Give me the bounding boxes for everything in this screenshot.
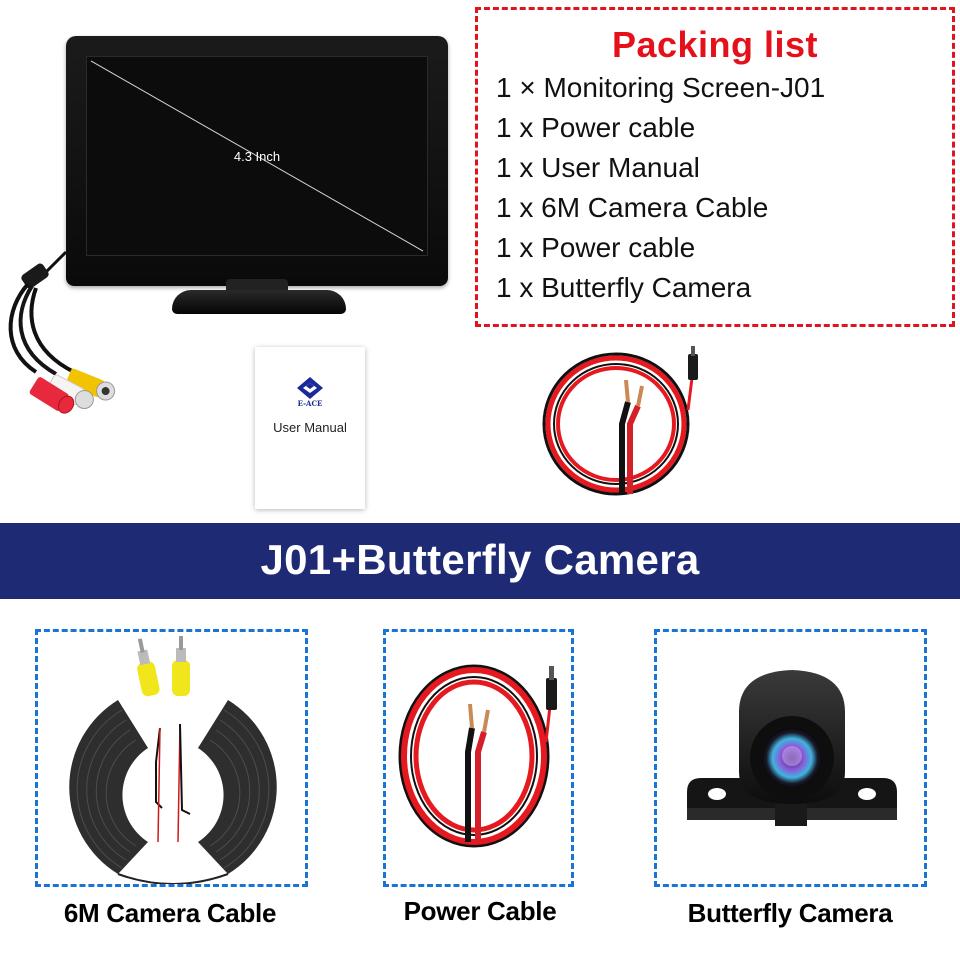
rca-connectors-icon: [8, 250, 116, 414]
butterfly-camera-icon: [687, 670, 897, 826]
diagonal-line-icon: [90, 60, 424, 252]
packing-list-item: 1 x User Manual: [496, 152, 700, 183]
packing-list-box: Packing list 1 × Monitoring Screen-J01 1…: [475, 7, 955, 327]
monitor-stand-base: [172, 290, 346, 314]
manual-title: User Manual: [273, 420, 347, 435]
packing-list-item: 1 x Power cable: [496, 112, 696, 143]
power-cable-icon: [542, 346, 698, 496]
packing-list-item: 1 x 6M Camera Cable: [496, 192, 769, 223]
caption-camera-cable: 6M Camera Cable: [63, 898, 277, 928]
screen-size-label: 4.3 Inch: [233, 149, 281, 164]
card-butterfly-camera: [654, 629, 927, 887]
caption-butterfly-camera: Butterfly Camera: [687, 898, 893, 928]
user-manual-image: E-ACE User Manual: [255, 347, 365, 509]
caption-power-cable: Power Cable: [403, 896, 557, 926]
e-ace-logo-icon: [297, 377, 323, 399]
card-camera-cable: [35, 629, 308, 887]
packing-list-title: Packing list: [611, 24, 819, 65]
monitor-frame: 4.3 Inch: [66, 36, 448, 286]
monitor-product-image: 4.3 Inch: [66, 36, 448, 316]
packing-list-item: 1 × Monitoring Screen-J01: [496, 72, 826, 103]
power-cable-icon: [398, 664, 557, 848]
banner-title: J01+Butterfly Camera: [260, 536, 700, 583]
packing-list-item: 1 x Power cable: [496, 232, 696, 263]
packing-list-item: 1 x Butterfly Camera: [496, 272, 752, 303]
manual-brand: E-ACE: [297, 399, 323, 408]
packing-list: 1 × Monitoring Screen-J01 1 x Power cabl…: [496, 68, 825, 308]
monitor-screen: 4.3 Inch: [86, 56, 428, 256]
camera-cable-icon: [69, 636, 277, 884]
card-power-cable: [383, 629, 574, 887]
monitor-stand-neck: [226, 279, 288, 291]
product-banner: J01+Butterfly Camera: [0, 523, 960, 599]
